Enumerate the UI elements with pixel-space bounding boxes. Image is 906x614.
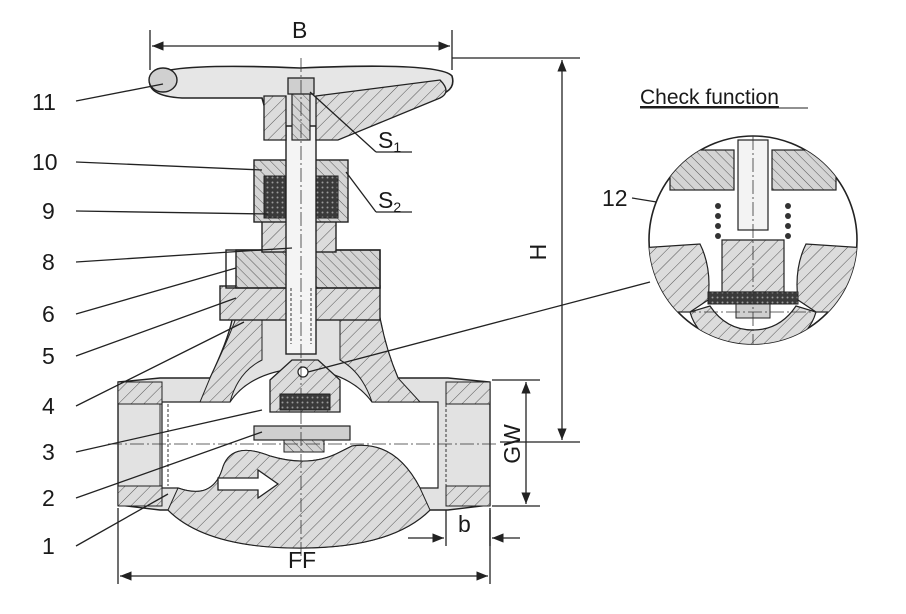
dimension-b-upper: B [292,17,307,43]
detail-connector [307,281,651,373]
part-label-2: 2 [42,485,55,511]
dimension-gw: GW [499,424,525,464]
part-label-4: 4 [42,393,55,419]
handwheel [148,65,454,141]
leader-4 [75,321,245,407]
check-function-detail [648,135,858,345]
part-label-1: 1 [42,533,55,559]
spring [715,203,791,239]
leader-8 [75,247,293,263]
part-label-11: 11 [32,89,56,115]
leader-11 [75,83,164,102]
part-label-6: 6 [42,301,55,327]
flow-arrow [217,468,280,500]
part-label-9: 9 [42,198,55,224]
leader-5 [75,297,237,357]
leader-1 [75,493,169,547]
part-label-8: 8 [42,249,55,275]
leader-3 [75,409,263,453]
s2-label: S2 [378,187,401,215]
leader-s2 [345,171,377,213]
valve-disc [253,359,351,453]
leader-2 [75,431,263,499]
dimension-ff: FF [288,547,316,573]
dimension-b-lower: b [458,511,471,537]
part-label-10: 10 [32,149,58,175]
leader-9 [75,210,269,215]
part-label-3: 3 [42,439,55,465]
part-label-5: 5 [42,343,55,369]
detail-title: Check function [640,86,779,109]
leader-s1 [309,91,377,153]
dimension-h: H [525,244,551,261]
part-label-12: 12 [602,185,628,211]
s1-label: S1 [378,127,401,155]
leader-6 [75,267,237,315]
leader-10 [75,161,263,171]
